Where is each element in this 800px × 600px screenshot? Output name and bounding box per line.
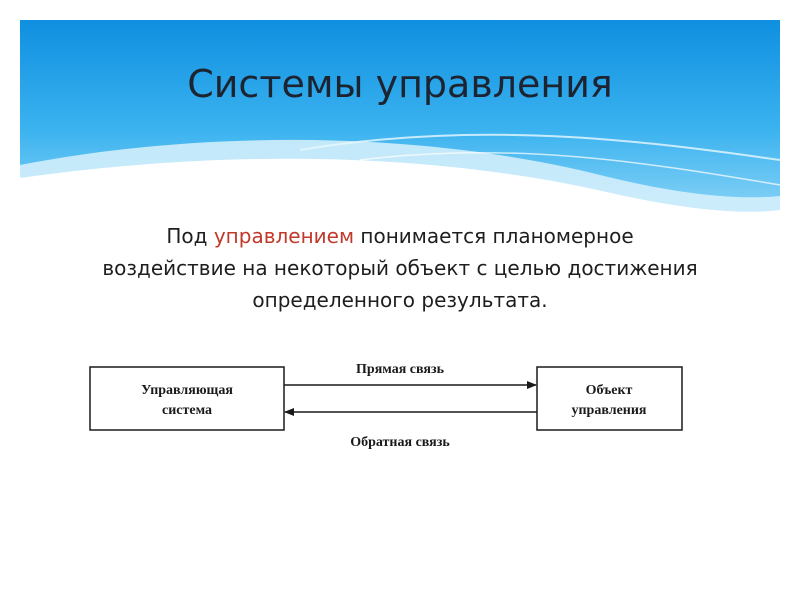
definition-prefix: Под <box>166 224 214 248</box>
header-wave-background <box>20 20 781 222</box>
controller-box <box>89 366 285 431</box>
object-box <box>536 366 683 431</box>
controller-label-line2: система <box>162 403 212 418</box>
definition-text: Под управлением понимается планомерное в… <box>100 220 700 316</box>
definition-highlight: управлением <box>213 224 355 248</box>
object-label-line2: управления <box>571 403 646 418</box>
definition-suffix: понимается планомерное воздействие на не… <box>102 224 698 312</box>
feedback-link-label: Обратная связь <box>350 435 450 450</box>
header-wave-line <box>359 151 781 186</box>
object-label-line1: Объект <box>586 383 633 398</box>
slide-title: Системы управления <box>187 62 613 106</box>
forward-link-label: Прямая связь <box>356 362 445 377</box>
header-wave-white <box>20 158 780 222</box>
header-wave-line <box>299 133 781 161</box>
controller-label-line1: Управляющая <box>141 383 233 398</box>
